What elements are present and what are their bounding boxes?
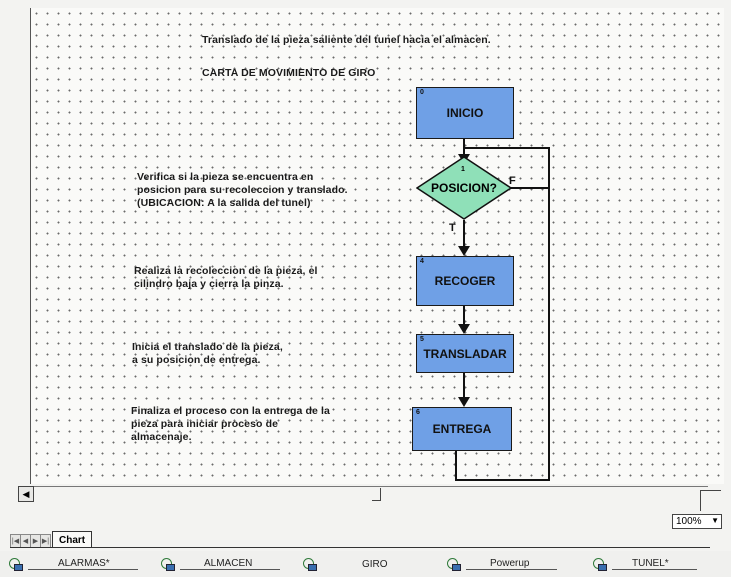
program-window-icon bbox=[446, 557, 461, 571]
step-label: RECOGER bbox=[434, 274, 496, 288]
comment-recoger: Realiza la recoleccion de la pieza, el c… bbox=[134, 265, 318, 290]
last-sheet-icon[interactable]: ▶| bbox=[40, 534, 51, 548]
step-number: 6 bbox=[416, 409, 420, 416]
step-number: 1 bbox=[461, 166, 465, 173]
zoom-select[interactable]: 100% ▼ bbox=[672, 514, 722, 529]
task-powerup[interactable]: Powerup bbox=[446, 555, 558, 573]
flowchart-canvas[interactable]: Translado de la pieza saliente del tunel… bbox=[30, 8, 724, 484]
step-number: 0 bbox=[420, 89, 424, 96]
step-label: TRANSLADAR bbox=[423, 346, 507, 361]
program-window-icon bbox=[8, 557, 23, 571]
taskbar: ALARMAS* ALMACEN GIRO Powerup TUNEL* bbox=[0, 551, 731, 577]
step-number: 5 bbox=[420, 336, 424, 343]
step-label: ENTREGA bbox=[432, 422, 492, 436]
task-alarmas[interactable]: ALARMAS* bbox=[8, 555, 138, 573]
program-window-icon bbox=[592, 557, 607, 571]
step-label: INICIO bbox=[446, 106, 484, 120]
task-giro[interactable]: GIRO bbox=[302, 555, 388, 573]
step-entrega[interactable]: 6 ENTREGA bbox=[412, 407, 512, 451]
tab-divider bbox=[10, 547, 710, 548]
step-label: POSICION? bbox=[430, 181, 497, 195]
page-corner-marker-right bbox=[700, 490, 721, 511]
step-number: 4 bbox=[420, 258, 424, 265]
decision-posicion[interactable]: 1 POSICION? bbox=[416, 156, 512, 220]
comment-entrega: Finaliza el proceso con la entrega de la… bbox=[131, 405, 330, 443]
decision-diamond-shape bbox=[416, 156, 512, 220]
step-recoger[interactable]: 4 RECOGER bbox=[416, 256, 514, 306]
step-transladar[interactable]: 5 TRANSLADAR bbox=[416, 334, 514, 373]
scroll-left-arrow-icon[interactable]: ◀ bbox=[18, 486, 34, 502]
task-tunel[interactable]: TUNEL* bbox=[592, 555, 697, 573]
task-almacen[interactable]: ALMACEN bbox=[160, 555, 281, 573]
comment-posicion: Verifica si la pieza se encuentra en pos… bbox=[137, 171, 348, 209]
comment-transladar: Inicia el translado de la pieza, a su po… bbox=[132, 341, 283, 366]
edge-true-label: T bbox=[449, 222, 456, 234]
sheet-tab-bar: |◀ ◀ ▶ ▶| Chart bbox=[10, 531, 310, 548]
edge-false-label: F bbox=[509, 175, 516, 187]
tab-chart[interactable]: Chart bbox=[52, 531, 93, 548]
program-window-icon bbox=[302, 557, 317, 571]
step-inicio[interactable]: 0 INICIO bbox=[416, 87, 514, 139]
chart-subtitle-text: CARTA DE MOVIMIENTO DE GIRO bbox=[202, 67, 376, 79]
horizontal-scrollbar[interactable] bbox=[18, 486, 708, 501]
page-corner-marker bbox=[372, 488, 381, 501]
chart-title-text: Translado de la pieza saliente del tunel… bbox=[202, 34, 491, 46]
zoom-value: 100% bbox=[676, 516, 702, 527]
chevron-down-icon[interactable]: ▼ bbox=[711, 516, 719, 525]
program-window-icon bbox=[160, 557, 175, 571]
